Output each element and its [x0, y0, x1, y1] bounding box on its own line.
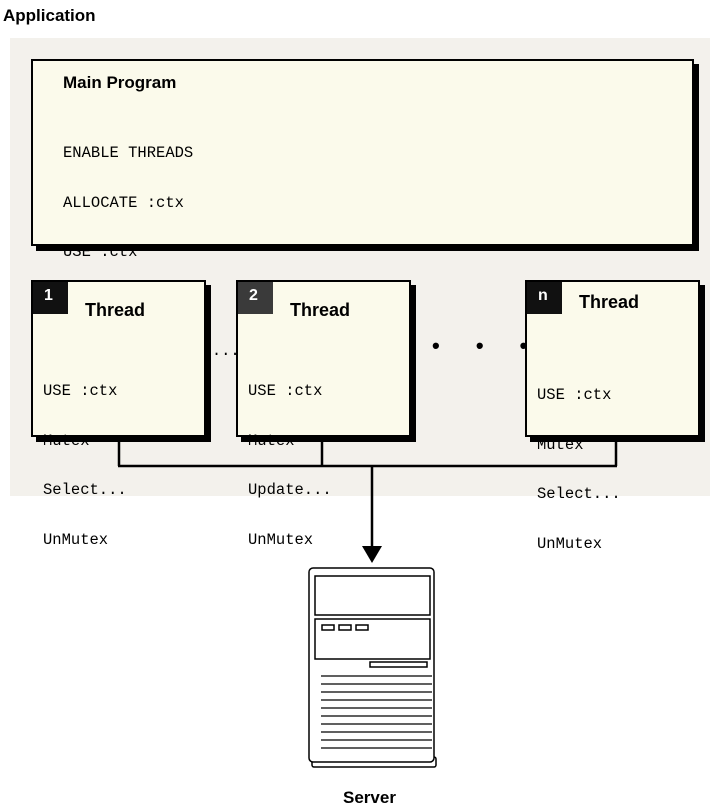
- main-program-line: ALLOCATE :ctx: [63, 193, 184, 212]
- thread-line: Mutex: [248, 431, 295, 450]
- server-label: Server: [343, 788, 396, 807]
- main-program-title: Main Program: [63, 73, 177, 92]
- thread-code: USE :ctx Mutex Select... UnMutex: [537, 354, 621, 585]
- thread-code: USE :ctx Mutex Update... UnMutex: [248, 350, 332, 581]
- thread-line: Select...: [43, 481, 127, 499]
- thread-line: Select...: [537, 485, 621, 503]
- server-vents: [321, 675, 432, 749]
- main-program-line: ENABLE THREADS: [63, 144, 194, 162]
- thread-line: UnMutex: [43, 530, 109, 549]
- server-arrowhead: [362, 546, 382, 563]
- thread-line: Mutex: [537, 435, 584, 454]
- thread-box-2: 2 Thread USE :ctx Mutex Update... UnMute…: [236, 280, 411, 548]
- thread-number-badge: 1: [33, 282, 68, 314]
- thread-line: Mutex: [43, 431, 90, 450]
- thread-line: Update...: [248, 481, 332, 499]
- thread-title: Thread: [290, 300, 351, 320]
- main-program-box: Main Program ENABLE THREADS ALLOCATE :ct…: [31, 59, 694, 409]
- main-program-line: USE :ctx: [63, 243, 138, 261]
- thread-line: USE :ctx: [43, 382, 118, 400]
- thread-line: USE :ctx: [248, 382, 323, 400]
- thread-box-n: n Thread USE :ctx Mutex Select... UnMute…: [525, 280, 700, 552]
- server-tower-icon: [308, 567, 437, 768]
- thread-code: USE :ctx Mutex Select... UnMutex: [43, 350, 127, 581]
- thread-number-badge: 2: [238, 282, 273, 314]
- thread-line: UnMutex: [537, 534, 603, 553]
- thread-number-badge: n: [527, 282, 562, 314]
- thread-title: Thread: [85, 300, 146, 320]
- thread-line: UnMutex: [248, 530, 314, 549]
- application-label: Application: [3, 6, 96, 25]
- thread-line: USE :ctx: [537, 386, 612, 404]
- thread-title: Thread: [579, 292, 640, 312]
- more-threads-ellipsis: • • •: [432, 333, 543, 358]
- thread-box-1: 1 Thread USE :ctx Mutex Select... UnMute…: [31, 280, 206, 548]
